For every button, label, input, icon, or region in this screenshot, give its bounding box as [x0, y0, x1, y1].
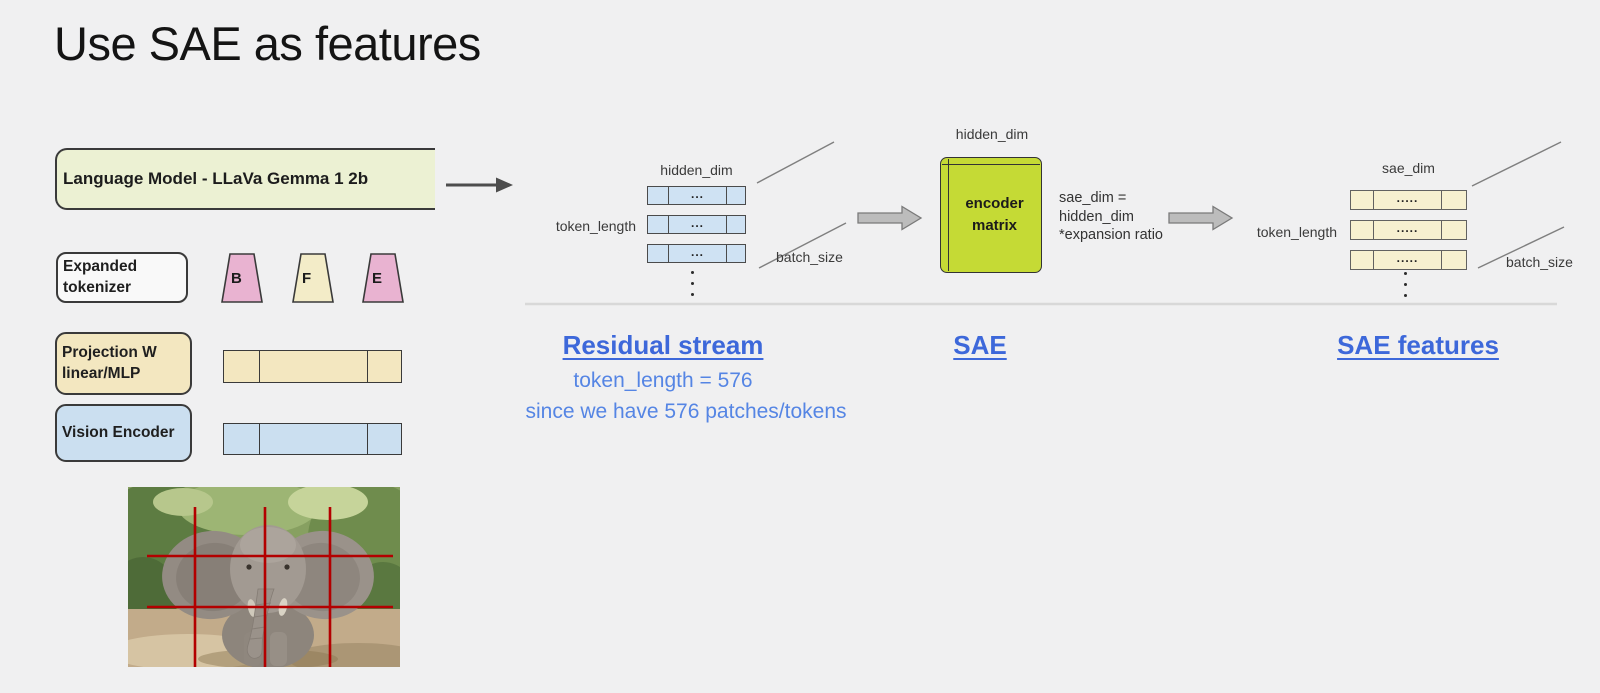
- row-cell: [1441, 251, 1466, 269]
- residual-stream-link[interactable]: Residual stream: [562, 330, 764, 360]
- token-trapezoid-e[interactable]: E: [362, 253, 404, 303]
- formula-line1: sae_dim =: [1059, 190, 1127, 206]
- sae-dim-formula: sae_dim = hidden_dim *expansion ratio: [1059, 189, 1163, 245]
- features-row: .....: [1350, 250, 1467, 270]
- row-dots: ...: [690, 186, 704, 201]
- row-dots: .....: [1396, 251, 1419, 265]
- token-letter: E: [372, 270, 383, 288]
- sae-to-features-arrow-icon: [1168, 205, 1234, 231]
- row-dots: ...: [690, 244, 704, 259]
- residual-row: ...: [647, 186, 746, 205]
- token-letter: F: [302, 270, 312, 288]
- features-ellipsis-dots: [1404, 272, 1407, 297]
- row-cell: [1351, 251, 1373, 269]
- projection-label-line2: linear/MLP: [62, 364, 141, 382]
- features-dimension-lines: [1471, 141, 1565, 269]
- patch-grid-lines: [147, 507, 393, 667]
- row-cell: .....: [1373, 251, 1441, 269]
- residual-row: ...: [647, 244, 746, 263]
- row-cell: ...: [668, 187, 726, 204]
- strip-cell: [259, 424, 367, 454]
- expanded-tokenizer-box[interactable]: Expanded tokenizer: [56, 252, 188, 303]
- row-cell: [726, 187, 745, 204]
- trapezoid-shape: [362, 253, 404, 303]
- token-trapezoid-b[interactable]: B: [221, 253, 263, 303]
- projection-vector-strip: [223, 350, 402, 383]
- residual-hidden-dim-label: hidden_dim: [660, 162, 733, 178]
- token-trapezoid-f[interactable]: F: [292, 253, 334, 303]
- vision-vector-strip: [223, 423, 402, 455]
- row-dots: ...: [690, 215, 704, 230]
- projection-box[interactable]: Projection W linear/MLP: [55, 332, 192, 395]
- row-dots: .....: [1396, 191, 1419, 205]
- residual-dimension-lines: [756, 141, 847, 269]
- features-row: .....: [1350, 220, 1467, 240]
- residual-row: ...: [647, 215, 746, 234]
- row-cell: .....: [1373, 221, 1441, 239]
- row-cell: [648, 187, 668, 204]
- vision-encoder-label: Vision Encoder: [62, 424, 175, 441]
- elephant-image: [103, 479, 428, 675]
- row-cell: [648, 216, 668, 233]
- encoder-box-topline: [942, 164, 1040, 165]
- elephant-illustration: [103, 479, 428, 675]
- sae-link[interactable]: SAE: [953, 330, 1007, 360]
- encoder-label-line1: encoder: [965, 194, 1024, 212]
- residual-batch-size-label: batch_size: [776, 249, 843, 265]
- tokenizer-label-line1: Expanded: [63, 258, 138, 276]
- lm-to-residual-arrow-icon: [446, 177, 513, 193]
- projection-label-line1: Projection W: [62, 344, 157, 362]
- sae-features-link[interactable]: SAE features: [1337, 330, 1499, 360]
- features-sae-dim-label: sae_dim: [1382, 160, 1435, 176]
- trapezoid-shape: [221, 253, 263, 303]
- features-token-length-label: token_length: [1256, 224, 1337, 240]
- residual-caption-line2: since we have 576 patches/tokens: [525, 400, 847, 423]
- row-cell: [1441, 191, 1466, 209]
- row-cell: [1351, 191, 1373, 209]
- sae-hidden-dim-label: hidden_dim: [955, 126, 1029, 142]
- row-dots: .....: [1396, 221, 1419, 235]
- formula-line3: *expansion ratio: [1059, 227, 1163, 243]
- row-cell: [1351, 221, 1373, 239]
- row-cell: .....: [1373, 191, 1441, 209]
- encoder-label-line2: matrix: [971, 217, 1018, 234]
- row-cell: [648, 245, 668, 262]
- residual-to-sae-arrow-icon: [857, 205, 923, 231]
- features-batch-size-label: batch_size: [1506, 254, 1573, 270]
- token-letter: B: [231, 270, 242, 288]
- row-cell: [726, 216, 745, 233]
- vision-encoder-box[interactable]: Vision Encoder: [55, 404, 192, 462]
- residual-ellipsis-dots: [691, 271, 694, 296]
- strip-cell: [259, 351, 367, 382]
- row-cell: [1441, 221, 1466, 239]
- row-cell: [726, 245, 745, 262]
- formula-line2: hidden_dim: [1059, 208, 1134, 225]
- features-row: .....: [1350, 190, 1467, 210]
- row-cell: ...: [668, 245, 726, 262]
- encoder-matrix-box[interactable]: encoder matrix: [940, 157, 1042, 273]
- residual-token-length-label: token_length: [555, 218, 636, 234]
- strip-cell: [367, 424, 401, 454]
- tokenizer-label-line2: tokenizer: [63, 278, 132, 296]
- language-model-label: Language Model - LLaVa Gemma 1 2b: [63, 169, 369, 188]
- residual-caption-line1: token_length = 576: [573, 369, 753, 392]
- slide-title: Use SAE as features: [54, 17, 481, 70]
- row-cell: ...: [668, 216, 726, 233]
- trapezoid-shape: [292, 253, 334, 303]
- language-model-box[interactable]: Language Model - LLaVa Gemma 1 2b: [55, 148, 435, 210]
- encoder-box-spine: [948, 159, 949, 271]
- strip-cell: [367, 351, 401, 382]
